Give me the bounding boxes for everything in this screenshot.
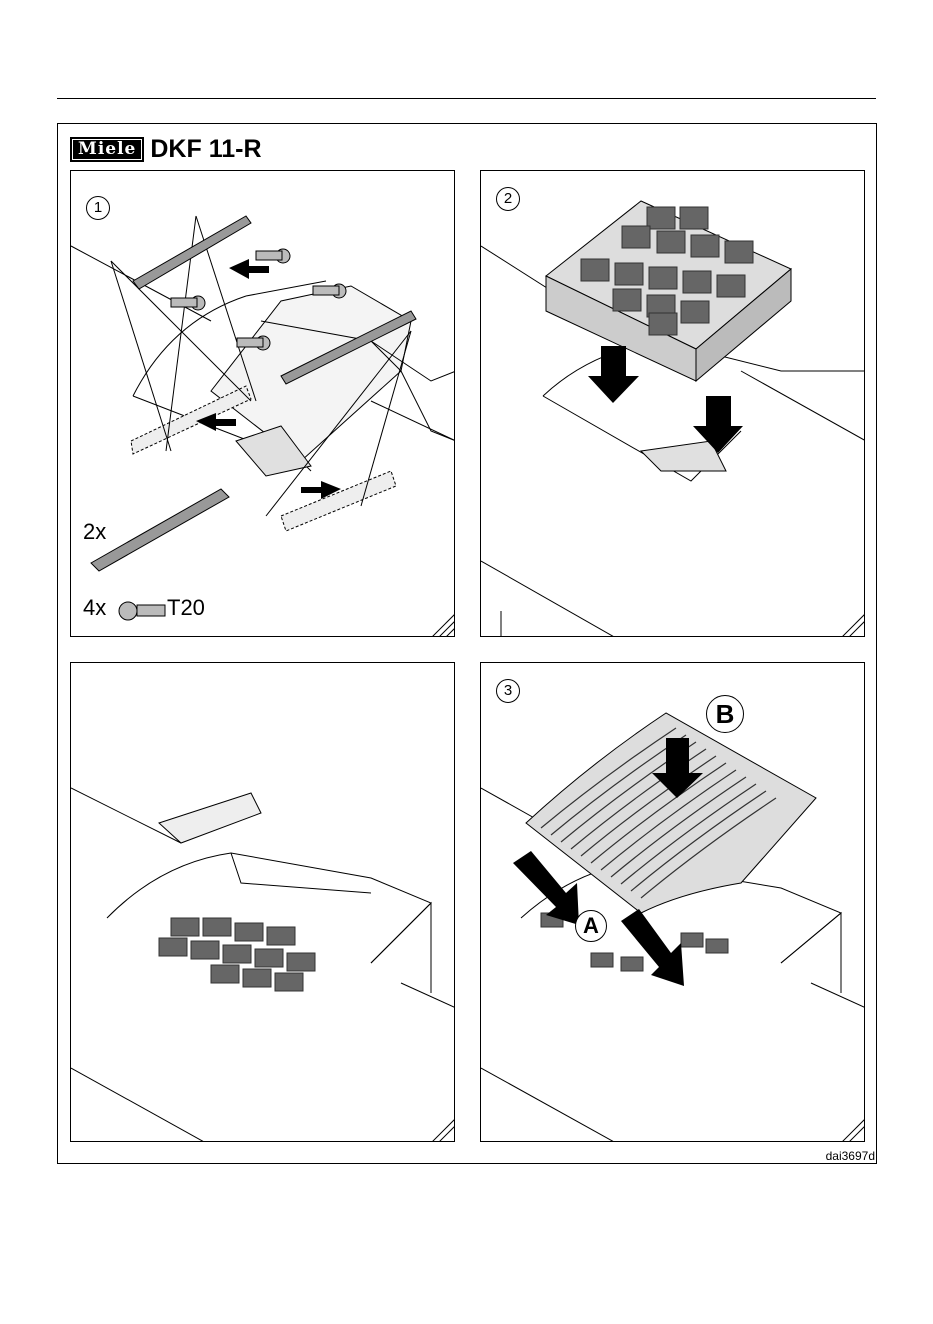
step2-panel: 2 — [480, 170, 865, 637]
figure-reference: dai3697d — [826, 1149, 875, 1163]
step3-number: 3 — [496, 679, 520, 703]
brand-logo: Miele — [70, 137, 144, 162]
label-a: A — [575, 910, 607, 942]
screw-drive: T20 — [167, 595, 205, 621]
step1-number: 1 — [86, 196, 110, 220]
step1-panel: 1 2x 4x T20 — [70, 170, 455, 637]
installed-view-panel — [70, 662, 455, 1142]
step1-illustration — [71, 171, 455, 637]
step2-number: 2 — [496, 187, 520, 211]
installed-view-illustration — [71, 663, 455, 1142]
strip-qty: 2x — [83, 519, 106, 545]
installed-filter-squares — [159, 918, 315, 991]
step2-illustration — [481, 171, 865, 637]
label-b: B — [706, 695, 744, 733]
step3-illustration — [481, 663, 865, 1142]
top-rule — [57, 98, 876, 99]
model-name: DKF 11-R — [150, 136, 261, 162]
brand-header: Miele DKF 11-R — [70, 136, 262, 162]
step3-panel: 3 B A — [480, 662, 865, 1142]
screw-qty: 4x — [83, 595, 106, 621]
